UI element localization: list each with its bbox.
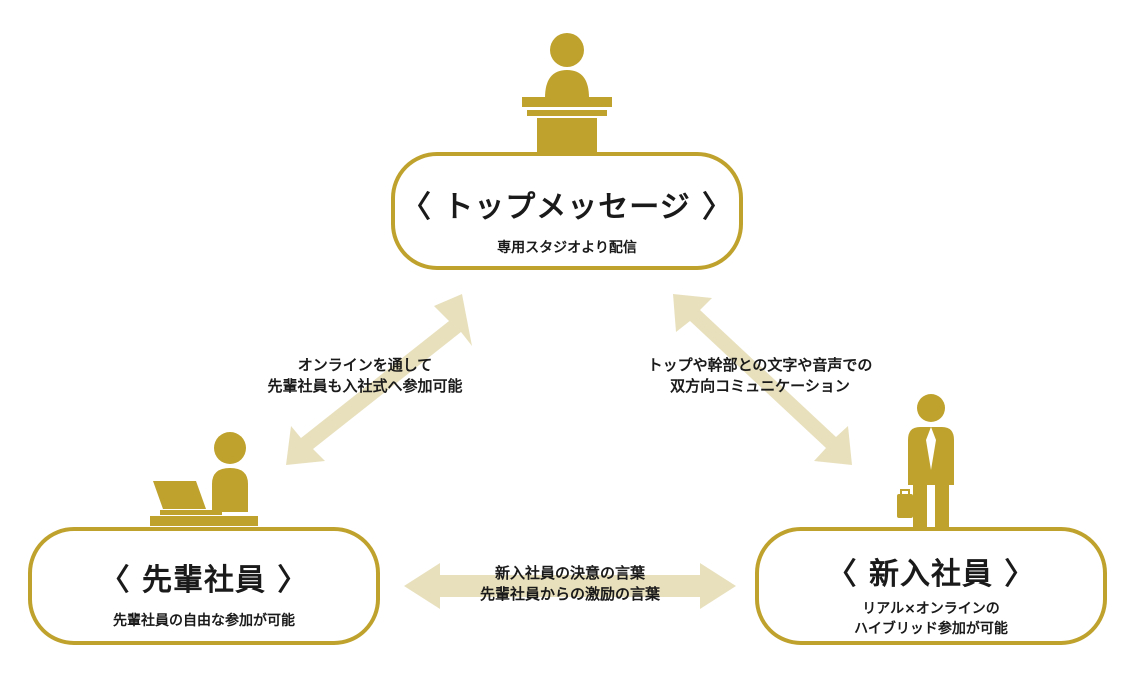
node-left-title: 〈 先輩社員 〉 [99,563,309,598]
edge-bottom-line2: 先輩社員からの激励の言葉 [479,585,660,603]
edge-label-left: オンラインを通して 先輩社員も入社式へ参加可能 [230,355,500,397]
arrow-bottom-horizontal [404,563,736,609]
businessman-with-briefcase-icon [897,394,954,528]
node-top-title: 〈 トップメッセージ 〉 [400,190,734,225]
edge-left-line1: オンラインを通して [297,356,433,374]
node-top-subtitle: 専用スタジオより配信 [497,240,637,256]
node-senior-employees: 〈 先輩社員 〉 先輩社員の自由な参加が可能 [28,527,380,645]
edge-label-bottom: 新入社員の決意の言葉 先輩社員からの激励の言葉 [440,563,700,605]
person-with-laptop-icon [150,432,258,526]
node-top-message: 〈 トップメッセージ 〉 専用スタジオより配信 [391,152,743,270]
node-right-subtitle-line1: リアル×オンラインの [862,601,1000,617]
arrow-top-right [673,294,852,465]
edge-bottom-line1: 新入社員の決意の言葉 [494,564,645,582]
node-left-subtitle: 先輩社員の自由な参加が可能 [113,613,295,629]
arrow-top-left [286,294,472,465]
edge-label-right: トップや幹部との文字や音声での 双方向コミュニケーション [610,355,910,397]
edge-right-line2: 双方向コミュニケーション [670,377,850,395]
node-new-employees: 〈 新入社員 〉 リアル×オンラインの ハイブリッド参加が可能 [755,527,1107,645]
node-right-title: 〈 新入社員 〉 [826,557,1036,592]
speaker-at-podium-icon [522,33,612,154]
edge-left-line2: 先輩社員も入社式へ参加可能 [267,377,463,395]
node-right-subtitle-line2: ハイブリッド参加が可能 [854,621,1008,637]
edge-right-line1: トップや幹部との文字や音声での [647,356,873,374]
node-right-subtitle: リアル×オンラインの ハイブリッド参加が可能 [759,599,1103,639]
